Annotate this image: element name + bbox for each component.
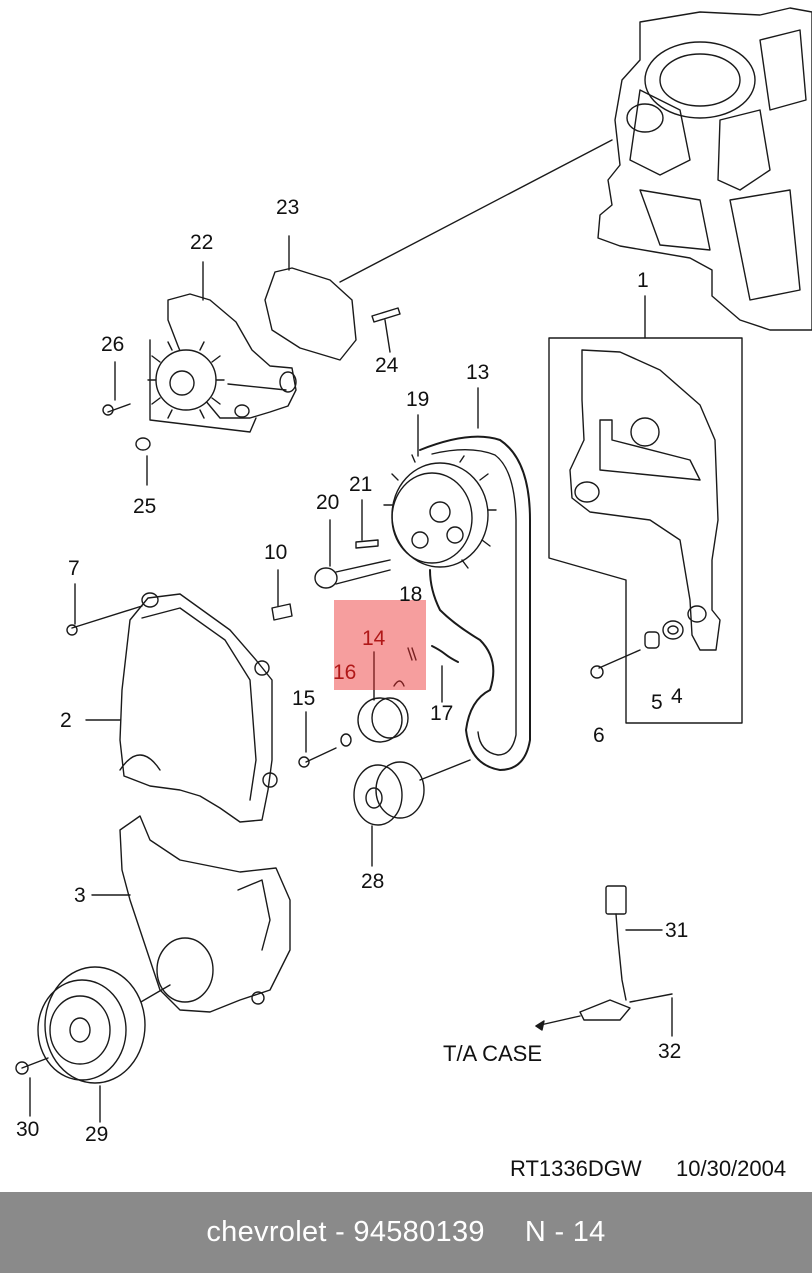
nut-25 — [135, 437, 151, 451]
bolt-30 — [21, 1057, 49, 1069]
callout-22: 22 — [190, 231, 214, 254]
parts-diagram: 1 2 3 4 5 6 7 10 13 14 15 16 17 18 19 20… — [15, 7, 812, 1181]
callout-1: 1 — [637, 269, 649, 292]
callout-30: 30 — [16, 1118, 40, 1141]
callout-3: 3 — [74, 884, 86, 907]
callout-14: 14 — [362, 627, 386, 650]
water-pump-gasket — [264, 267, 357, 361]
callout-23: 23 — [276, 196, 300, 219]
camshaft-sprocket — [383, 454, 497, 569]
callout-26: 26 — [101, 333, 125, 356]
callout-5: 5 — [651, 691, 663, 714]
callout-21: 21 — [349, 473, 373, 496]
rear-cover-plate — [569, 349, 721, 651]
water-pump — [147, 293, 297, 433]
callout-28: 28 — [361, 870, 385, 893]
reference-code: RT1336DGW — [510, 1156, 642, 1181]
crank-sensor — [535, 885, 631, 1031]
crankshaft-pulley — [37, 966, 146, 1084]
spring-17 — [431, 645, 459, 663]
bolts-4-5-6 — [590, 620, 684, 679]
front-cover-lower — [119, 815, 291, 1013]
key-10 — [271, 603, 293, 621]
highlight-box — [334, 600, 426, 690]
callout-2: 2 — [60, 709, 72, 732]
callout-13: 13 — [466, 361, 490, 384]
leader-line-23-engine — [339, 139, 613, 283]
footer-brand-part-number: chevrolet - 94580139 — [206, 1216, 485, 1248]
pin-21 — [355, 539, 379, 549]
callout-15: 15 — [292, 687, 316, 710]
callout-7: 7 — [68, 557, 80, 580]
timing-belt — [419, 435, 531, 771]
callout-16: 16 — [333, 661, 357, 684]
footer-position: N - 14 — [524, 1216, 606, 1248]
bolt-15 — [305, 747, 337, 763]
stud-24 — [371, 307, 401, 323]
callout-32: 32 — [658, 1040, 682, 1063]
callout-24: 24 — [375, 354, 399, 377]
front-cover-upper — [119, 592, 278, 823]
callout-6: 6 — [593, 724, 605, 747]
callout-31: 31 — [665, 919, 689, 942]
callout-19: 19 — [406, 388, 430, 411]
callout-20: 20 — [316, 491, 340, 514]
bolt-32 — [629, 993, 673, 1003]
engine-block — [597, 7, 812, 331]
reference-date: 10/30/2004 — [676, 1156, 787, 1181]
bolt-26 — [107, 403, 131, 413]
ta-case-label: T/A CASE — [443, 1041, 543, 1066]
callout-10: 10 — [264, 541, 288, 564]
callout-4: 4 — [671, 685, 683, 708]
callout-29: 29 — [85, 1123, 109, 1146]
bolt-7 — [71, 605, 143, 629]
crankshaft-sprocket — [353, 761, 425, 826]
diagram-drawing — [15, 7, 812, 1123]
part-1-frame — [548, 337, 743, 724]
bolt-20 — [314, 559, 391, 589]
callout-25: 25 — [133, 495, 157, 518]
tensioner-assembly — [340, 647, 417, 747]
footer-bar: chevrolet - 94580139 N - 14 — [0, 1192, 812, 1273]
callout-17: 17 — [430, 702, 454, 725]
callout-18: 18 — [399, 583, 423, 606]
